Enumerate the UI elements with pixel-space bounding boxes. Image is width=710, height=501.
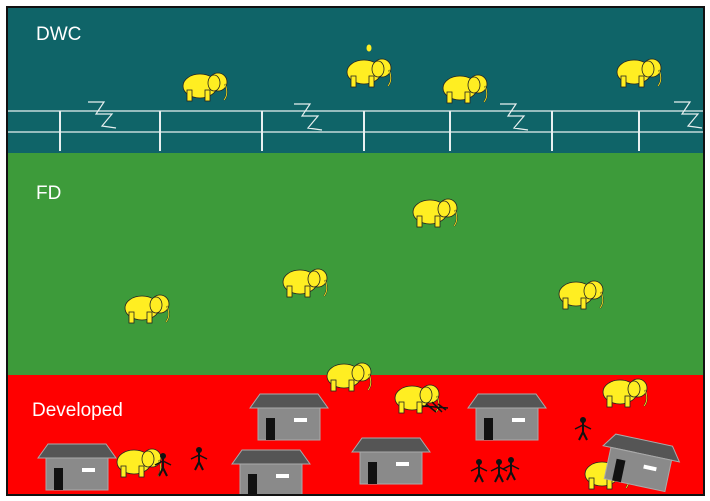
human-icon	[191, 447, 207, 470]
habitat-diagram: DWC FD Developed	[6, 6, 705, 496]
elephant-icon	[117, 449, 161, 477]
elephant-icon	[283, 269, 327, 297]
elephant-icon	[559, 281, 603, 309]
elephant-icon	[125, 295, 169, 323]
elephant-icon	[347, 59, 391, 87]
elephant-icon	[603, 379, 647, 407]
house-icon	[352, 438, 430, 484]
house-icon	[468, 394, 546, 440]
elephant-icon	[443, 75, 487, 103]
elephant-icon	[617, 59, 661, 87]
house-icon	[250, 394, 328, 440]
human-icon	[491, 459, 507, 482]
house-icon	[232, 450, 310, 496]
elephant-icon	[183, 73, 227, 101]
human-icon	[575, 417, 591, 440]
electric-fence-icon	[8, 102, 705, 151]
human-icon	[471, 459, 487, 482]
elephant-icon	[413, 199, 457, 227]
scene-layer	[8, 8, 705, 496]
house-icon	[38, 444, 116, 490]
elephant-icon	[327, 363, 371, 391]
water-drop-icon	[367, 45, 372, 52]
human-icon	[503, 457, 519, 480]
